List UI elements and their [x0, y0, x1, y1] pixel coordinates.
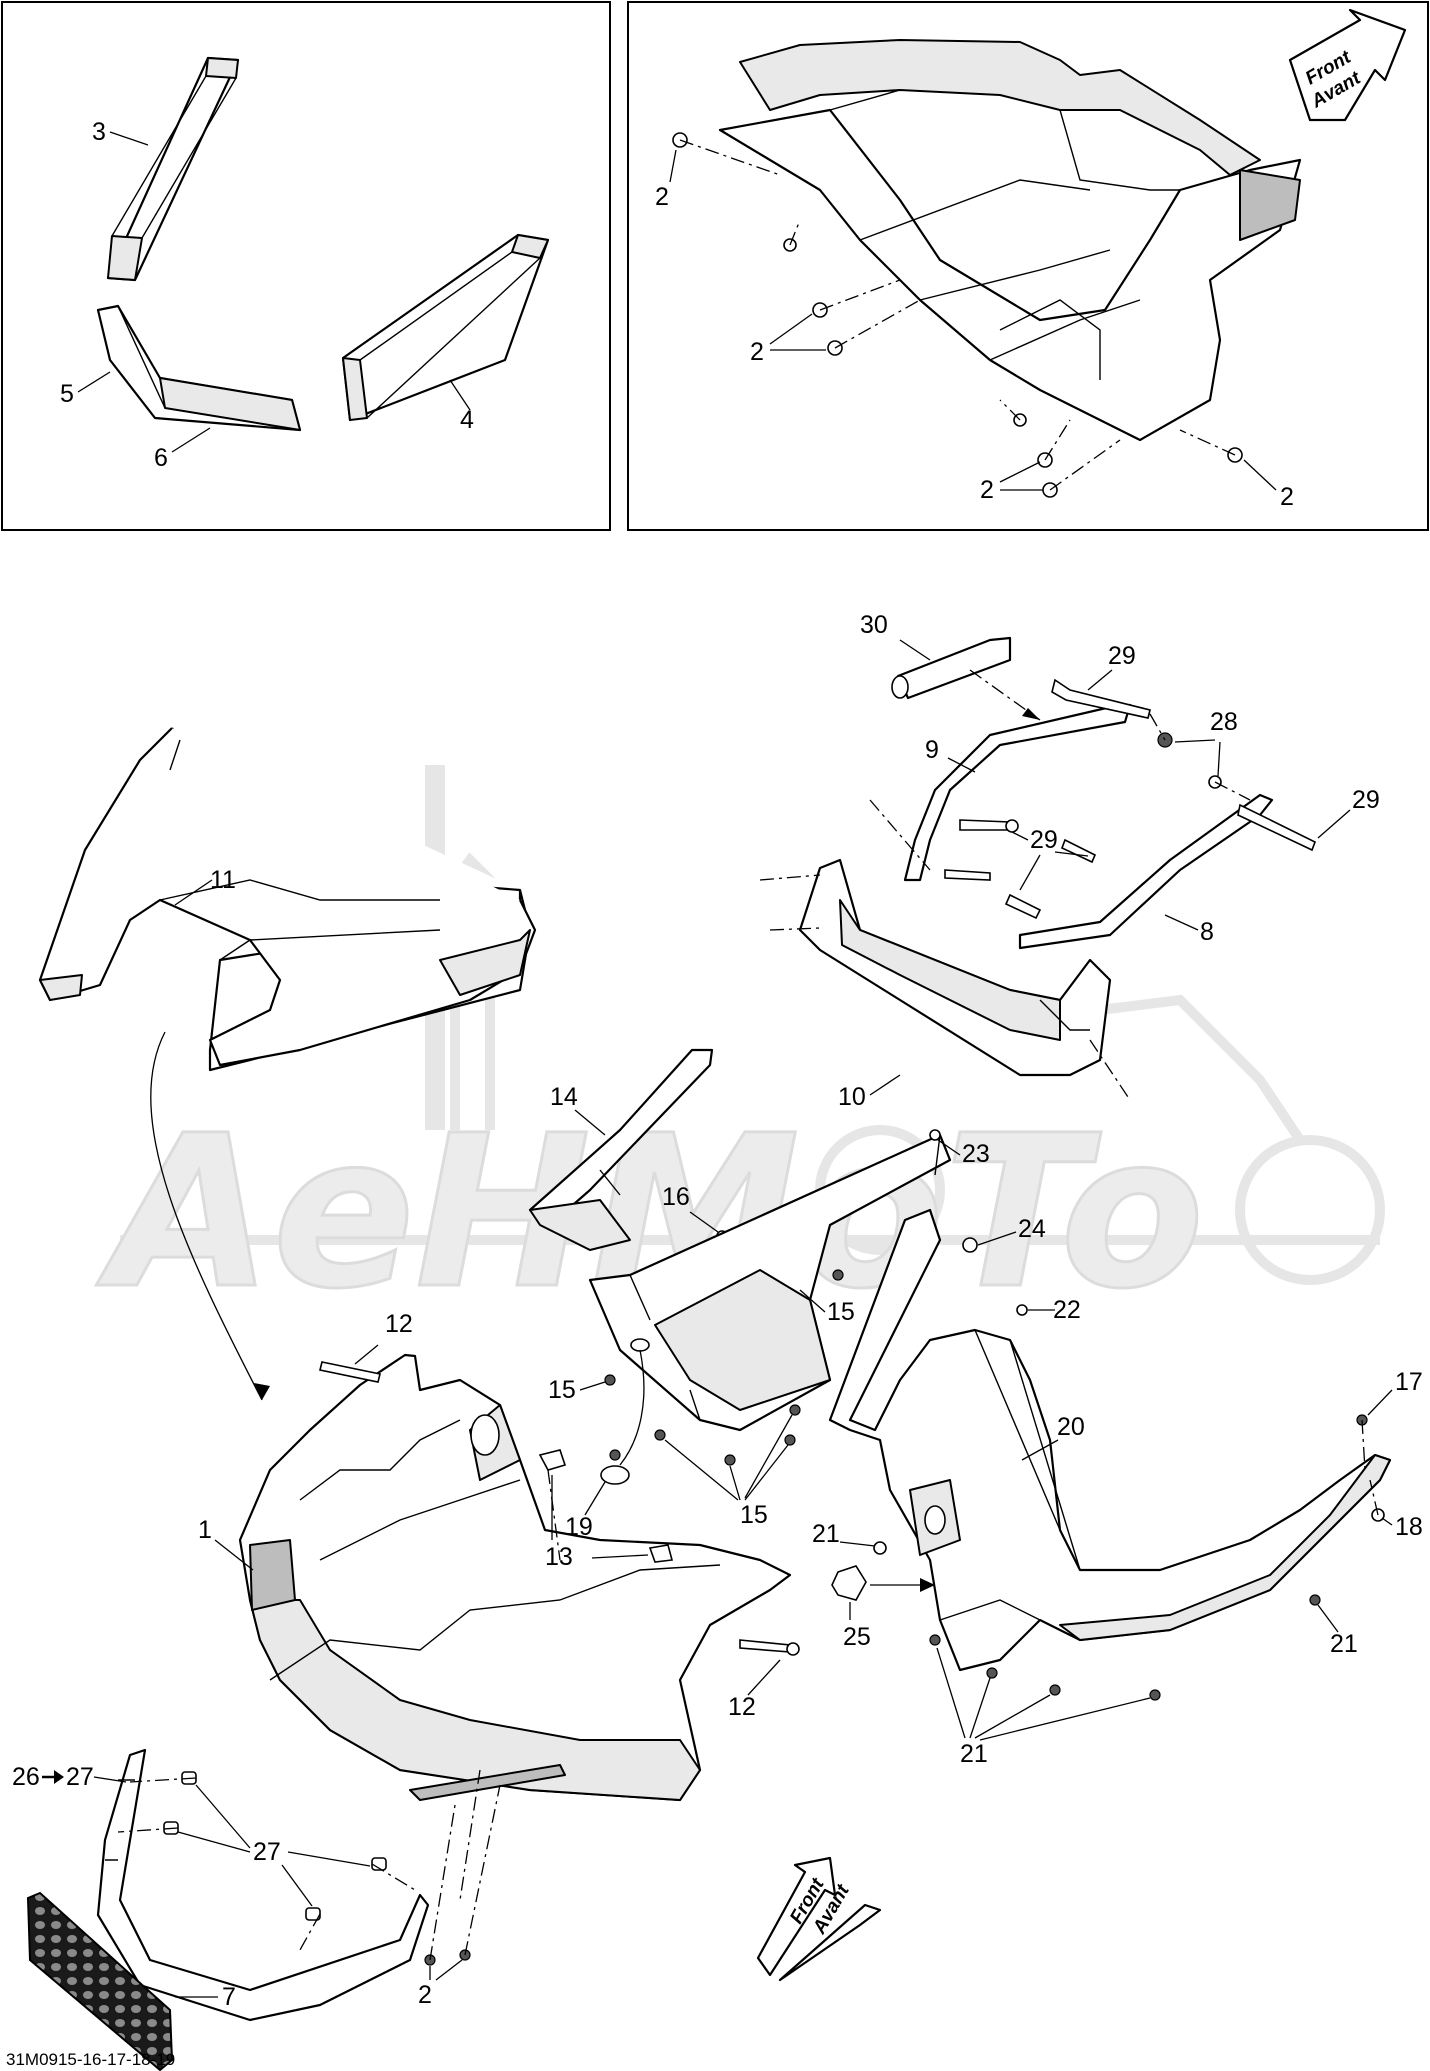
callout-16: 16	[662, 1183, 690, 1211]
callout-11: 11	[210, 866, 236, 894]
center-lower-panel	[588, 1133, 952, 1432]
part-10-bracket	[759, 799, 1131, 1101]
callout-10: 10	[838, 1083, 866, 1111]
callout-4: 4	[460, 406, 474, 434]
part-3-pad	[106, 56, 240, 282]
connector-arrow-11-1	[150, 1031, 263, 1401]
callout-15-c: 15	[740, 1501, 768, 1529]
callout-14: 14	[550, 1083, 578, 1111]
callout-22: 22	[1053, 1296, 1081, 1324]
front-direction-arrow-icon: Front Avant	[1288, 8, 1407, 122]
callout-26: 26	[12, 1763, 40, 1791]
callout-7: 7	[222, 1983, 236, 2011]
callout-15-a: 15	[827, 1298, 855, 1326]
callout-20: 20	[1057, 1413, 1085, 1441]
reference-code: 31M0915-16-17-18-19	[6, 2050, 175, 2069]
callout-3: 3	[92, 118, 106, 146]
callout-2-c: 2	[980, 476, 994, 504]
grommet-19	[600, 1465, 630, 1485]
callout-1: 1	[198, 1516, 212, 1544]
callout-2-b: 2	[750, 338, 764, 366]
callout-21-a: 21	[812, 1520, 840, 1548]
callout-29-c: 29	[1352, 786, 1380, 814]
callout-2-e: 2	[418, 1981, 432, 2009]
callout-12-a: 12	[385, 1310, 413, 1338]
callout-9: 9	[925, 736, 939, 764]
part-20-lower-panel	[828, 1208, 1392, 1672]
callout-23: 23	[962, 1140, 990, 1168]
part-9-bar	[903, 703, 1132, 882]
callout-18: 18	[1395, 1513, 1423, 1541]
hood-panel	[718, 39, 1302, 442]
part-7-grille	[26, 1891, 174, 2071]
callout-29-a: 29	[1108, 642, 1136, 670]
part-30-grip	[891, 636, 1012, 700]
fasteners-27	[117, 1771, 416, 1951]
callout-2-a: 2	[655, 183, 669, 211]
part-27-bumper	[96, 1748, 430, 2022]
callout-12-b: 12	[728, 1693, 756, 1721]
callout-27-b: 27	[253, 1838, 281, 1866]
callout-24: 24	[1018, 1215, 1046, 1243]
part-14-bracket	[528, 1048, 714, 1251]
callout-17: 17	[1395, 1368, 1423, 1396]
right-arrow-icon	[42, 1770, 64, 1784]
callout-29-b: 29	[1030, 826, 1058, 854]
part-8-bar	[1018, 793, 1274, 950]
callout-6: 6	[154, 444, 168, 472]
callout-30: 30	[860, 611, 888, 639]
callout-28: 28	[1210, 708, 1238, 736]
callout-21-b: 21	[1330, 1630, 1358, 1658]
callout-27-a: 27	[66, 1763, 94, 1791]
part-4-pad	[341, 233, 550, 422]
part-11-trim	[38, 727, 537, 1072]
fasteners-29-28	[944, 678, 1317, 920]
inset-frame-right	[627, 1, 1429, 531]
callout-5: 5	[60, 380, 74, 408]
callout-8: 8	[1200, 918, 1214, 946]
callout-13: 13	[545, 1543, 573, 1571]
fasteners-12-13	[319, 1361, 800, 1901]
callout-21-c: 21	[960, 1740, 988, 1768]
callout-25: 25	[843, 1623, 871, 1651]
fasteners-2	[672, 132, 1243, 498]
callout-2-d: 2	[1280, 483, 1294, 511]
part-1-nose	[238, 1353, 792, 1802]
inset-frame-left	[1, 1, 611, 531]
callout-15-b: 15	[548, 1376, 576, 1404]
front-direction-arrow-icon-bottom: Front Avant	[756, 1856, 882, 1982]
part-25-fastener	[831, 1565, 935, 1601]
part-5-6-pad	[96, 304, 302, 432]
